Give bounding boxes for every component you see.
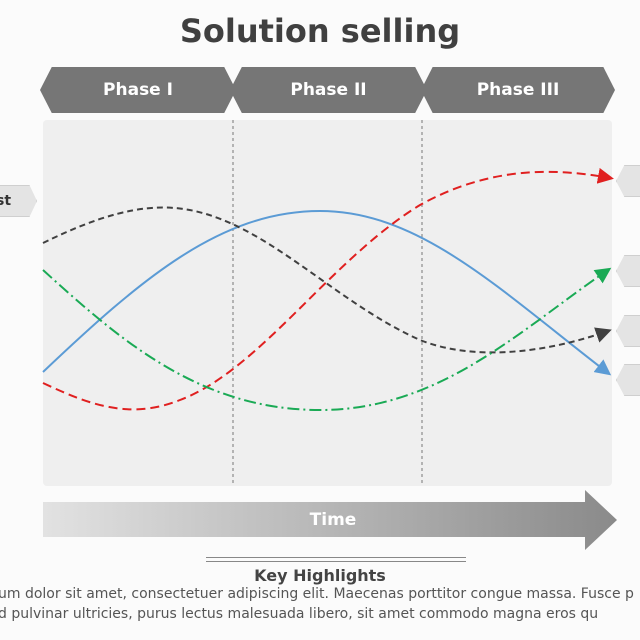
black-curve — [42, 206, 612, 354]
left-tab: st — [0, 185, 37, 217]
time-arrow-label-box: Time — [43, 490, 619, 550]
left-tab-label: st — [0, 193, 12, 209]
body-line-1: um dolor sit amet, consectetuer adipisci… — [0, 586, 634, 602]
key-highlights-body: um dolor sit amet, consectetuer adipisci… — [0, 584, 634, 624]
key-highlights-heading: Key Highlights — [254, 566, 386, 585]
chart-panel — [43, 120, 612, 486]
blue-curve — [42, 209, 612, 376]
green-curve — [42, 267, 612, 412]
time-label: Time — [309, 510, 357, 530]
divider — [206, 557, 466, 558]
red-curve — [42, 167, 614, 411]
page-title: Solution selling — [179, 12, 461, 50]
phase-3-chevron: Phase III — [421, 67, 615, 113]
phase-1-chevron: Phase I — [40, 67, 236, 113]
divider — [206, 561, 466, 562]
time-arrow — [43, 490, 617, 550]
body-line-2: d pulvinar ultricies, purus lectus males… — [0, 606, 599, 622]
phase-2-chevron: Phase II — [230, 67, 427, 113]
